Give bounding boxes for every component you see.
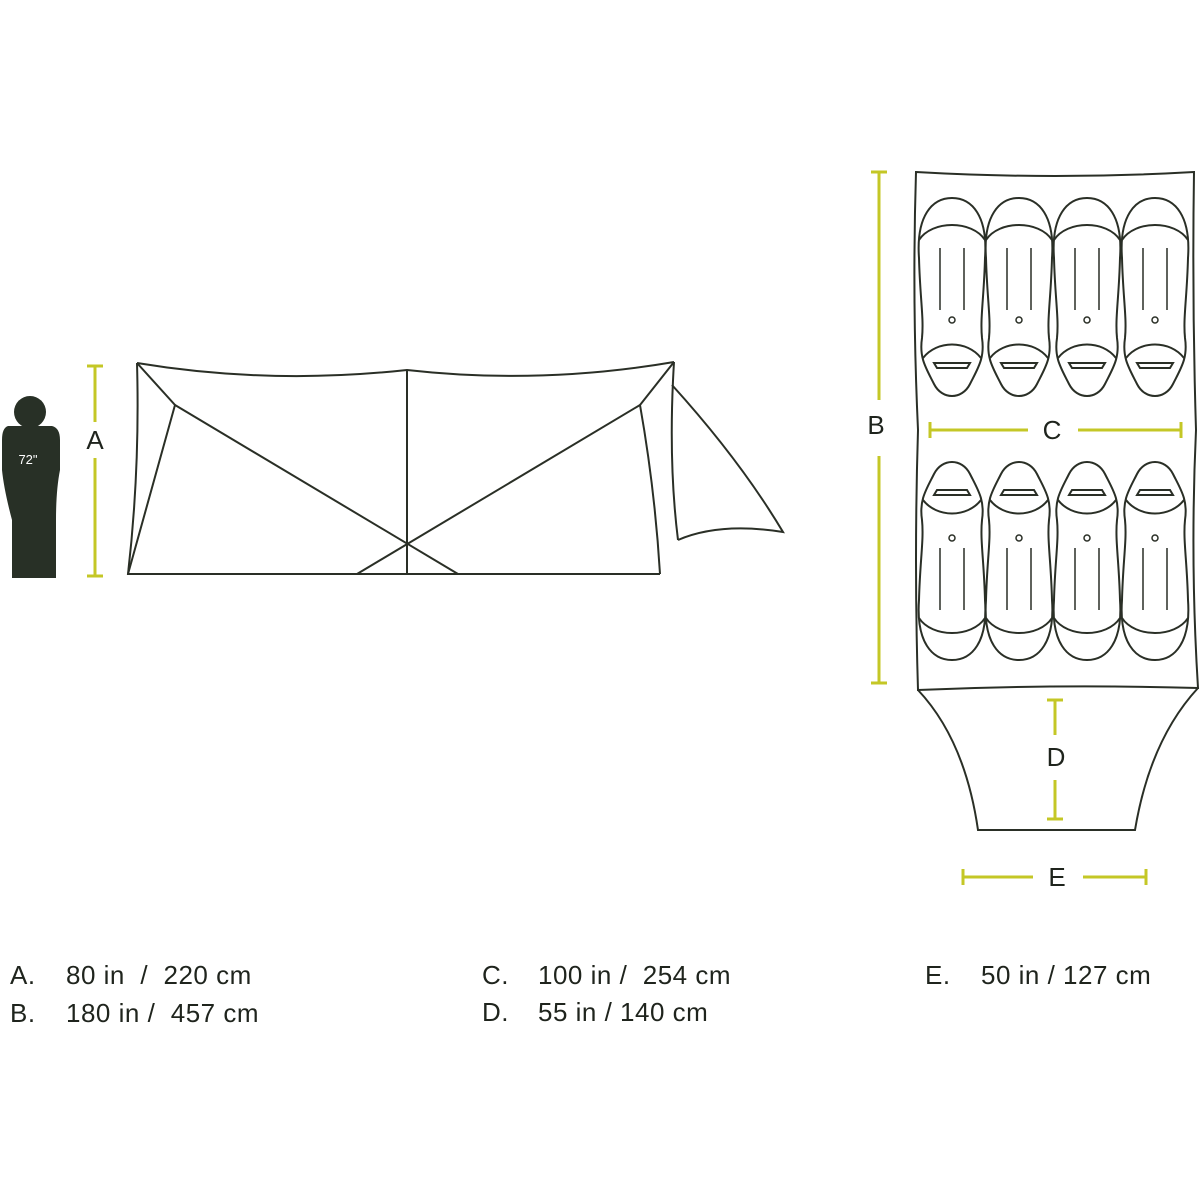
dimension-c-label: C [1043, 415, 1062, 445]
spec-a: A. 80 in / 220 cm [10, 960, 252, 991]
dimension-c [928, 422, 1183, 438]
sleeping-bag [917, 461, 987, 661]
tent-top-view [913, 170, 1200, 831]
sleeping-bag [984, 197, 1054, 397]
spec-value: 55 in / 140 cm [538, 997, 709, 1027]
spec-c: C. 100 in / 254 cm [482, 960, 731, 991]
dimension-d [1047, 698, 1063, 821]
spec-key: D. [482, 997, 509, 1027]
dimension-b-label: B [867, 410, 884, 440]
sleeping-bag [984, 461, 1054, 661]
spec-value: 80 in / 220 cm [66, 960, 252, 990]
spec-key: E. [925, 960, 951, 990]
dimension-d-label: D [1047, 742, 1066, 772]
sleeping-bag [1120, 197, 1190, 397]
person-silhouette: 72" [2, 396, 60, 578]
spec-value: 50 in / 127 cm [981, 960, 1152, 990]
spec-b: B. 180 in / 457 cm [10, 998, 259, 1029]
spec-e: E. 50 in / 127 cm [925, 960, 1151, 991]
person-height-label: 72" [18, 452, 37, 467]
spec-value: 100 in / 254 cm [538, 960, 731, 990]
dimension-b [871, 170, 887, 685]
spec-key: C. [482, 960, 509, 990]
sleeping-bag [917, 197, 987, 397]
spec-key: A. [10, 960, 36, 990]
dimension-a [87, 364, 103, 578]
dimension-a-label: A [86, 425, 104, 455]
dimension-e [961, 869, 1148, 885]
dimension-e-label: E [1048, 862, 1065, 892]
sleeping-bag [1052, 461, 1122, 661]
spec-key: B. [10, 998, 36, 1028]
spec-d: D. 55 in / 140 cm [482, 997, 708, 1028]
tent-side-view [126, 361, 785, 575]
sleeping-bag [1120, 461, 1190, 661]
spec-value: 180 in / 457 cm [66, 998, 259, 1028]
sleeping-bag [1052, 197, 1122, 397]
